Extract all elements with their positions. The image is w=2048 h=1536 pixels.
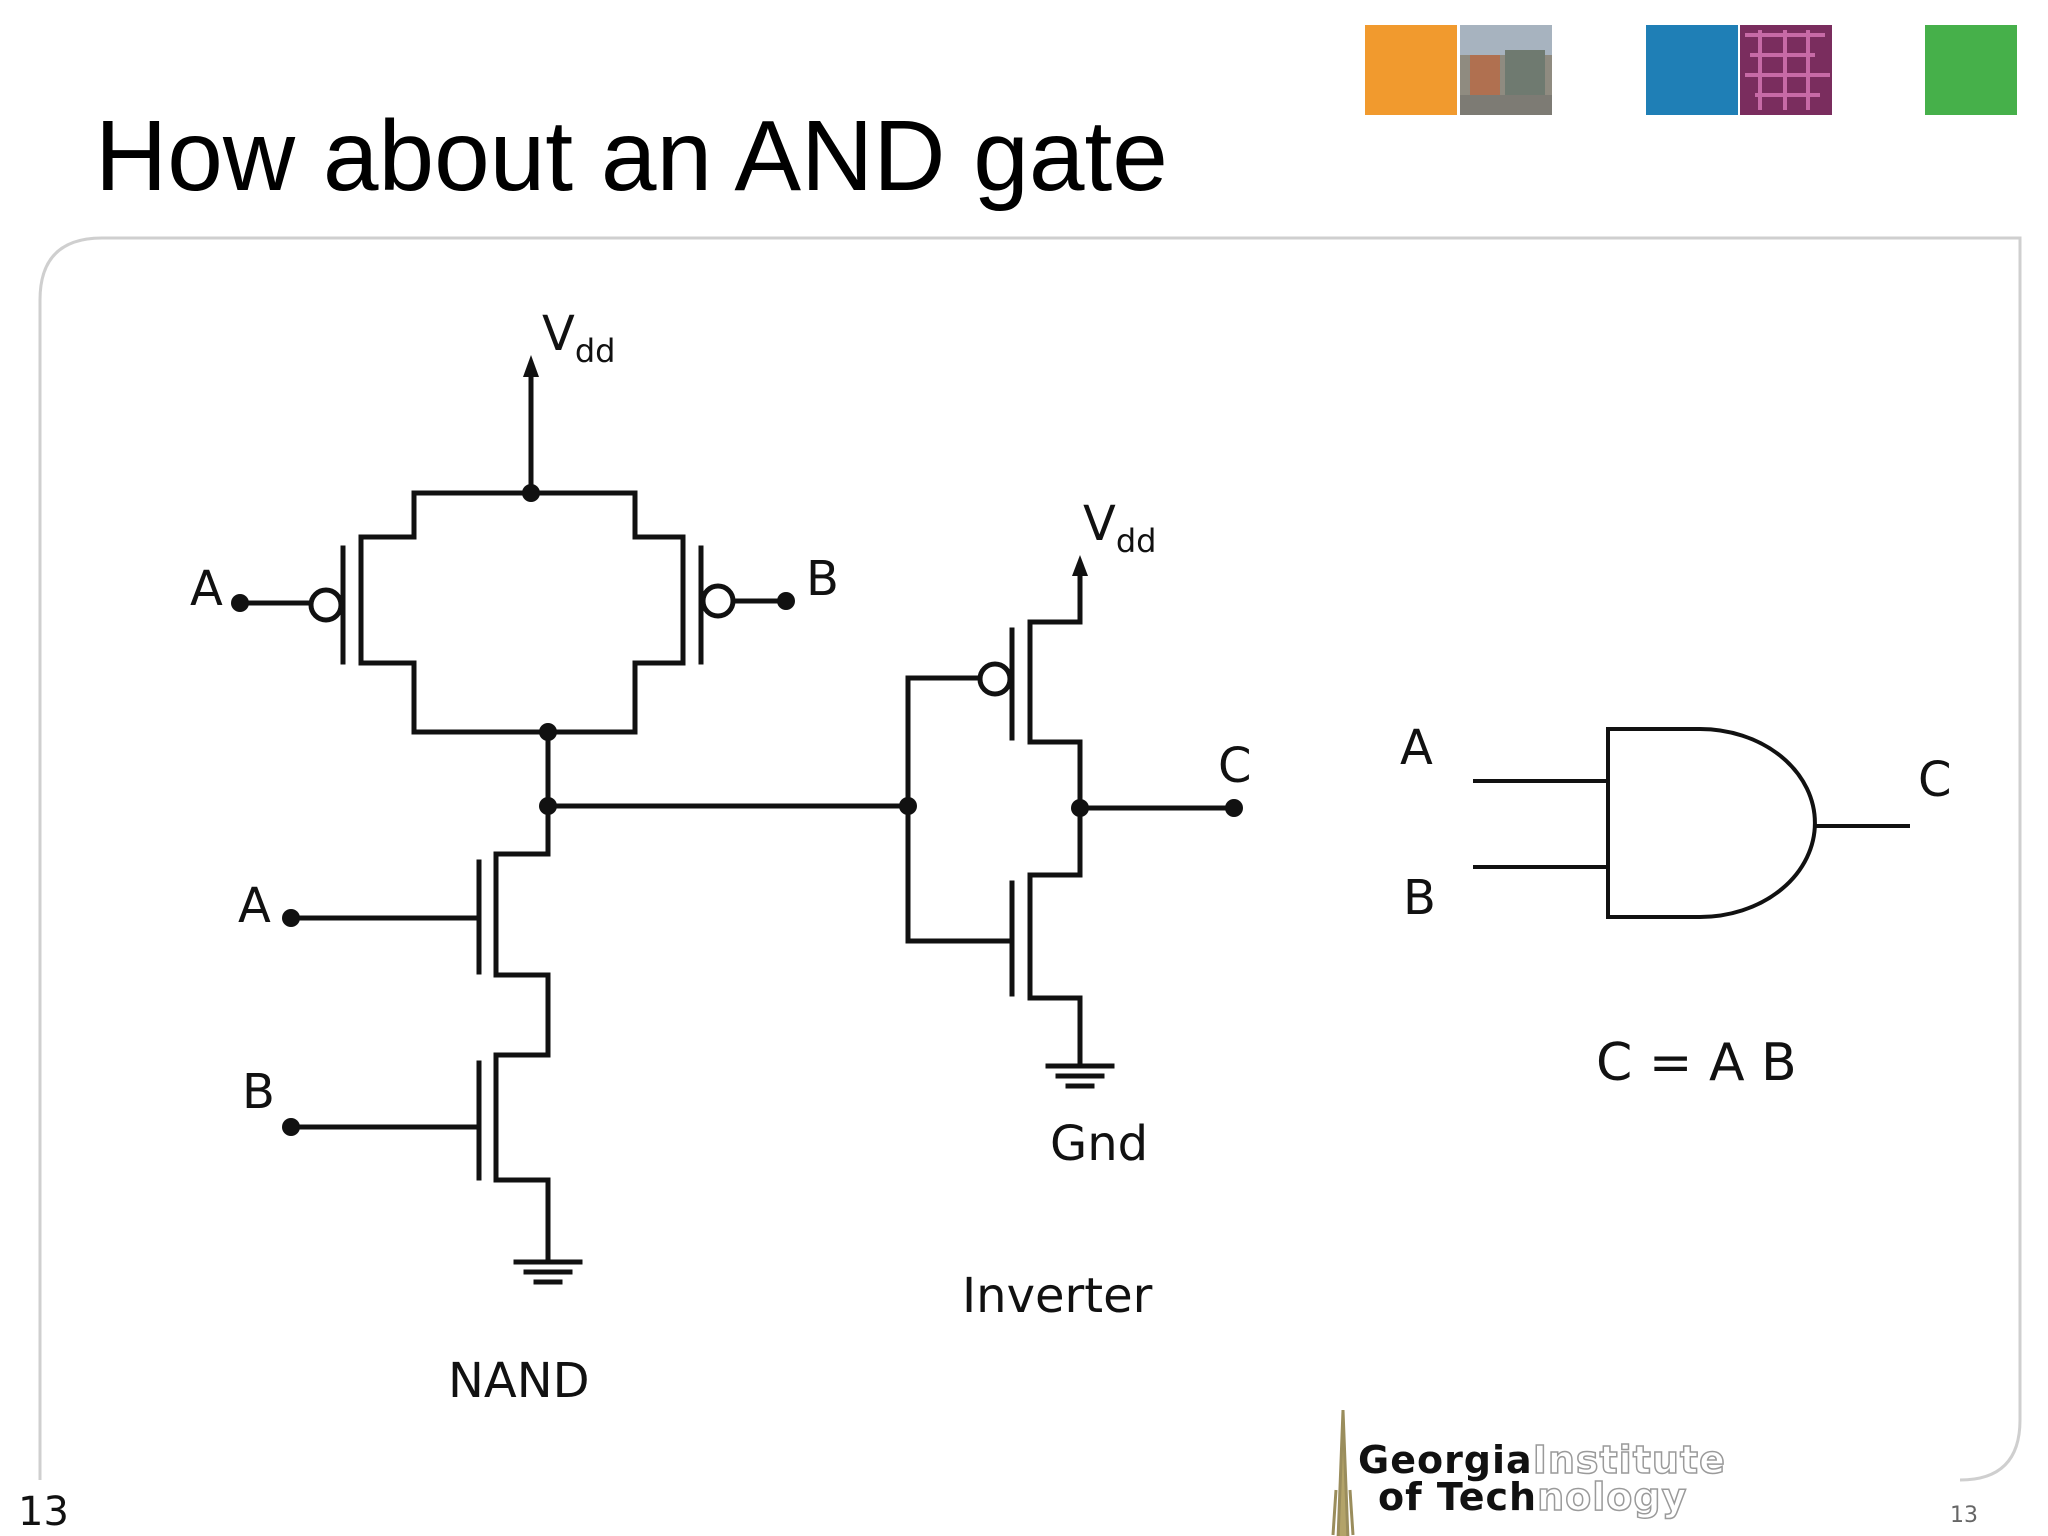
inverter-caption: Inverter [962,1268,1153,1324]
svg-text:GeorgiaInstitute: GeorgiaInstitute [1358,1438,1726,1482]
blue-tile [1646,25,1738,115]
input-b-bottom-label: B [242,1064,275,1120]
nand-vdd-label: Vdd [542,306,615,370]
and-input-b-label: B [1403,870,1436,926]
header-decor [1365,25,2017,115]
input-a-bottom-label: A [238,878,271,934]
and-gate-symbol: A B C C = A B [1400,720,1952,1093]
inverter-vdd-arrow-icon [1072,555,1088,576]
content-frame [38,236,2022,1482]
page-number-right: 13 [1950,1503,1978,1528]
pmos-b-bubble [700,583,736,619]
nand-ground-icon [513,1259,583,1285]
vdd-arrow-icon [523,355,539,377]
inverter-ground-icon [1045,1063,1115,1089]
inverter-circuit: Vdd C Gnd Inverter [905,496,1252,1324]
and-output-label: C [1918,752,1952,808]
svg-text:of Technology: of Technology [1378,1475,1687,1519]
campus-photo-tile [1460,25,1552,115]
nand-circuit: Vdd A B A B [190,306,839,1409]
inverter-output-label: C [1218,738,1252,794]
input-b-top-label: B [806,551,839,607]
and-input-a-label: A [1400,720,1433,776]
green-tile [1925,25,2017,115]
inverter-gnd-label: Gnd [1050,1116,1148,1172]
tower-icon [1331,1409,1355,1536]
chip-photo-tile [1740,25,1832,115]
input-a-top-terminal [231,594,249,612]
pmos-a-bubble [308,587,344,623]
input-b-bottom-terminal [282,1118,300,1136]
nand-caption: NAND [448,1353,590,1409]
output-c-terminal [1225,799,1243,817]
input-a-bottom-terminal [282,909,300,927]
and-equation: C = A B [1596,1033,1797,1093]
georgia-tech-logo: GeorgiaInstitute of Technology [1331,1409,1726,1536]
page-title: How about an AND gate [95,100,1168,212]
inverter-pmos-bubble [977,661,1013,697]
inverter-vdd-label: Vdd [1083,496,1156,560]
input-a-top-label: A [190,561,223,617]
orange-tile [1365,25,1457,115]
and-gate-body [1606,727,1817,919]
page-number-left: 13 [18,1489,69,1535]
input-b-top-terminal [777,592,795,610]
